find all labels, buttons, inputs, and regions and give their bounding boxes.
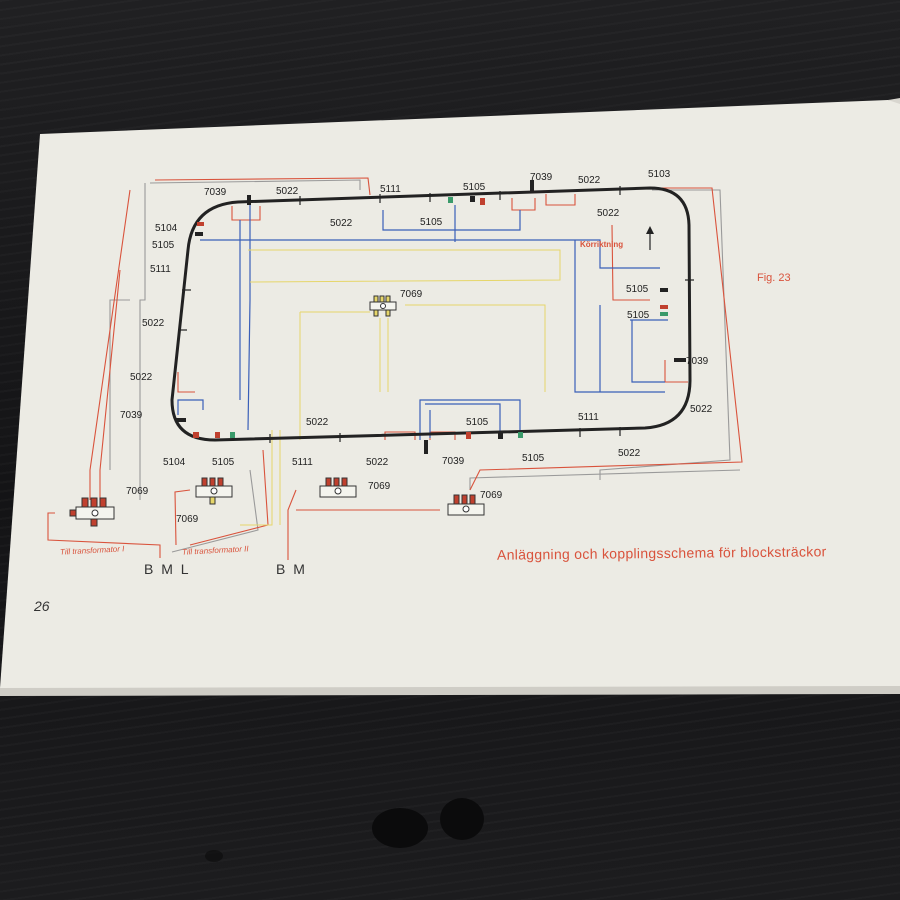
track-loop (170, 186, 692, 442)
part-label: 5111 (292, 457, 313, 468)
distributor-1 (69, 497, 115, 527)
distributor-4 (447, 494, 485, 516)
terminals-2: B M (276, 561, 307, 577)
distributor-label: 7069 (400, 289, 423, 300)
part-label: 5022 (690, 404, 713, 415)
part-label: 7039 (530, 172, 553, 183)
distributor-label: 7069 (480, 490, 503, 501)
desk-stain (440, 798, 484, 840)
part-label: 5022 (142, 318, 165, 329)
part-label: 5105 (522, 453, 545, 464)
part-label: 5105 (626, 284, 649, 295)
red-wires (47, 177, 743, 560)
page-number: 26 (34, 598, 50, 614)
part-label: 5105 (466, 417, 489, 428)
desk-stain (372, 808, 428, 848)
direction-label: Körriktning (580, 240, 624, 249)
part-label: 5022 (330, 218, 353, 229)
part-label: 5022 (130, 372, 153, 383)
part-label: 5022 (366, 457, 389, 468)
part-label: 5104 (163, 457, 186, 468)
distributor-label: 7069 (368, 481, 391, 492)
part-label: 5104 (155, 223, 178, 234)
part-label: 5111 (150, 264, 171, 275)
part-label: 5022 (306, 417, 329, 428)
track-markers (178, 186, 694, 443)
part-label: 5022 (597, 208, 620, 219)
part-label: 5105 (212, 457, 235, 468)
part-label: 5105 (627, 310, 650, 321)
distributor-label: 7069 (176, 514, 199, 525)
part-label: 5111 (578, 412, 599, 423)
blue-wires (177, 205, 668, 440)
direction-arrow-icon (646, 226, 654, 250)
part-label: 5103 (648, 169, 671, 180)
yellow-wires (240, 249, 561, 526)
part-label: 7039 (204, 187, 227, 198)
part-label: 5105 (152, 240, 175, 251)
terminals-1: B M L (144, 561, 191, 577)
part-label: 5105 (463, 182, 486, 193)
part-label: 5105 (420, 217, 443, 228)
part-label: 5022 (578, 175, 601, 186)
distributor-3 (319, 477, 357, 498)
track-signals (176, 180, 686, 454)
grey-wires (109, 179, 741, 553)
part-label: 7039 (442, 456, 465, 467)
part-label: 5022 (618, 448, 641, 459)
distributor-label: 7069 (126, 486, 149, 497)
desk-stain (205, 850, 223, 862)
part-label: 7039 (120, 410, 143, 421)
distributor-2 (195, 477, 233, 505)
figure-reference: Fig. 23 (757, 272, 791, 284)
part-label: 7039 (686, 356, 709, 367)
distributor-center (369, 295, 397, 317)
part-label: 5022 (276, 186, 299, 197)
part-label: 5111 (380, 184, 401, 195)
